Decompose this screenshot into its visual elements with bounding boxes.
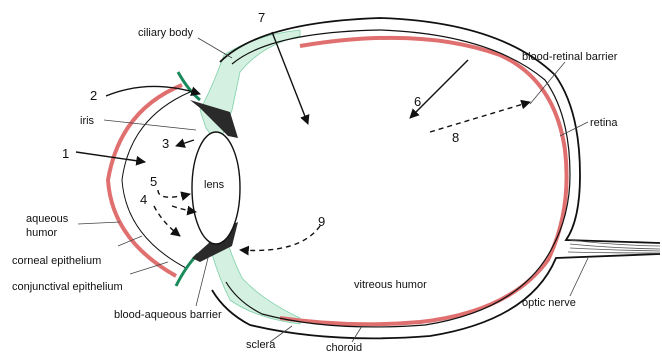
leader-choroid xyxy=(352,326,362,342)
label-optic-nerve: optic nerve xyxy=(522,297,576,309)
label-choroid: choroid xyxy=(326,342,362,352)
leader-aqueous xyxy=(78,222,120,224)
label-blood-aqueous-barrier: blood-aqueous barrier xyxy=(114,309,222,321)
label-conjunctival-epithelium: conjunctival epithelium xyxy=(12,281,123,293)
label-retina: retina xyxy=(590,117,618,129)
label-aqueous-humor-1: aqueous xyxy=(26,213,69,225)
leader-blood-aqueous xyxy=(196,258,208,306)
route-arrow-5b xyxy=(172,206,196,212)
route-number-9: 9 xyxy=(318,214,325,229)
label-lens: lens xyxy=(204,179,225,191)
cornea-outer xyxy=(108,85,182,276)
leader-optic-nerve xyxy=(570,258,588,296)
label-sclera: sclera xyxy=(246,339,276,351)
label-blood-retinal-barrier: blood-retinal barrier xyxy=(522,51,618,63)
label-corneal-epithelium: corneal epithelium xyxy=(12,255,101,267)
route-number-1: 1 xyxy=(62,146,69,161)
route-number-8: 8 xyxy=(452,130,459,145)
route-arrow-5 xyxy=(158,190,190,197)
route-arrow-6 xyxy=(410,60,468,118)
route-arrow-2 xyxy=(106,86,200,96)
route-number-3: 3 xyxy=(162,136,169,151)
route-number-6: 6 xyxy=(414,94,421,109)
route-arrow-8 xyxy=(430,102,530,132)
label-aqueous-humor-2: humor xyxy=(26,227,58,239)
sclera-outline xyxy=(212,18,660,338)
route-number-5: 5 xyxy=(150,174,157,189)
route-arrow-4 xyxy=(154,206,180,236)
label-ciliary-body: ciliary body xyxy=(138,27,194,39)
leader-iris xyxy=(104,120,196,130)
leader-ciliary-body xyxy=(198,38,232,58)
route-number-2: 2 xyxy=(90,88,97,103)
route-number-7: 7 xyxy=(258,10,265,25)
route-number-4: 4 xyxy=(140,192,147,207)
ciliary-region-upper xyxy=(200,30,300,145)
route-arrow-9 xyxy=(240,226,320,251)
label-vitreous-humor: vitreous humor xyxy=(354,279,427,291)
route-arrow-3 xyxy=(176,140,194,146)
label-iris: iris xyxy=(80,115,95,127)
